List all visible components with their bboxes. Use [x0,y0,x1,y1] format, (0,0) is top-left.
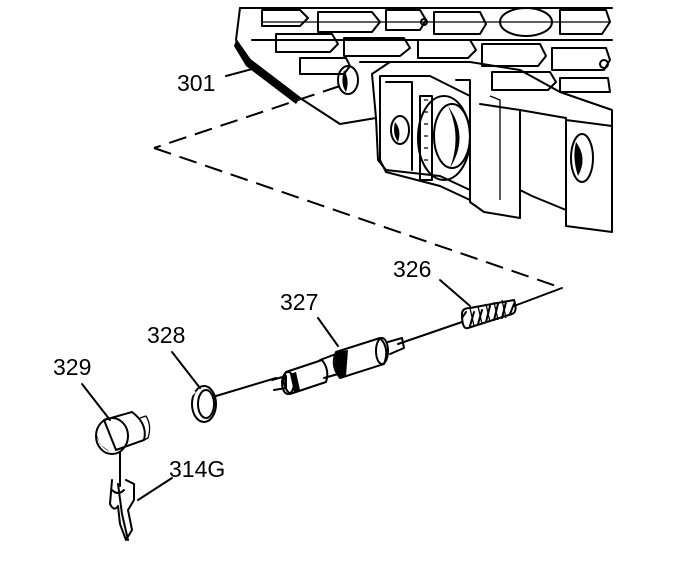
leader-301 [225,67,257,77]
callout-329: 329 [53,354,92,380]
callout-301: 301 [177,70,216,96]
valve-327 [271,317,405,395]
spring-326 [439,279,517,330]
leader-327 [317,317,339,347]
casting-passages [261,7,611,93]
callout-326: 326 [393,256,432,282]
bore-boss [379,75,471,201]
leader-329 [81,383,111,421]
leader-328 [171,351,201,389]
plug-329 [81,383,151,455]
valve-body-housing [234,7,613,233]
callout-327: 327 [280,289,319,315]
valve-bore [337,65,359,95]
leader-326 [439,279,471,307]
retaining-ring-328 [171,351,217,423]
side-boss [479,95,613,227]
assembly-path [153,85,563,397]
callout-314g: 314G [169,456,226,482]
clip-314g [109,451,173,541]
leader-314g [137,477,173,501]
callout-328: 328 [147,322,186,348]
